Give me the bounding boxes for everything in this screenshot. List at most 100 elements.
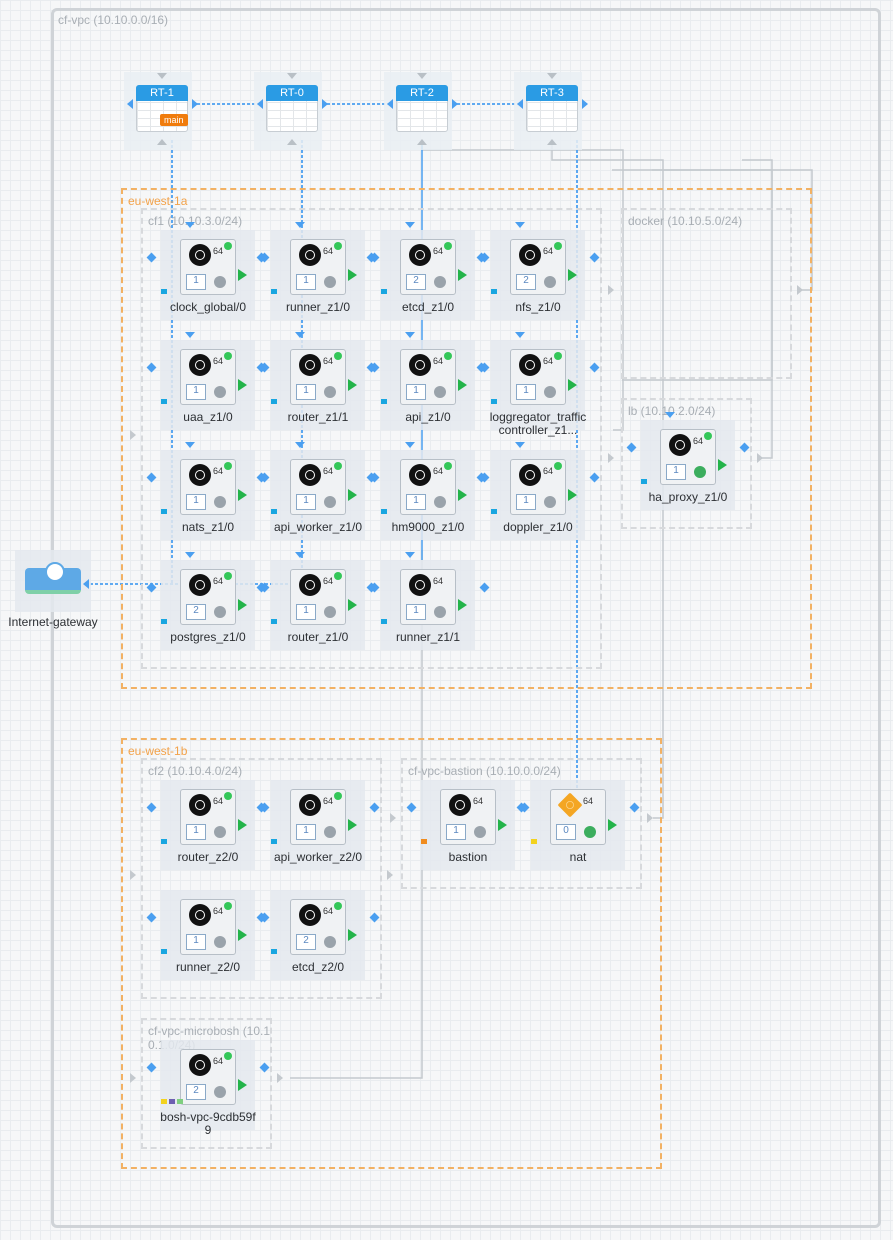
arch-label: 64 — [323, 356, 334, 366]
start-button[interactable] — [568, 269, 577, 281]
ubuntu-icon — [189, 244, 211, 266]
instance-tags — [271, 839, 279, 844]
arch-label: 64 — [323, 246, 334, 256]
zone-eu-west-1b: eu-west-1b — [121, 738, 662, 1169]
instance-tags — [641, 479, 649, 484]
user-icon — [324, 386, 336, 398]
arch-label: 64 — [323, 906, 334, 916]
start-button[interactable] — [238, 379, 247, 391]
subnet-lb-port-right[interactable] — [757, 453, 763, 463]
start-button[interactable] — [348, 379, 357, 391]
start-button[interactable] — [348, 599, 357, 611]
rt-in-arrow — [287, 73, 297, 79]
start-button[interactable] — [458, 599, 467, 611]
start-button[interactable] — [608, 819, 617, 831]
start-button[interactable] — [238, 819, 247, 831]
instance-loggregator-trafficcontroller[interactable]: 64 1 loggregator_trafficcontroller_z1... — [476, 332, 600, 437]
rt-left-port[interactable] — [517, 99, 523, 109]
subnet-cf1-port[interactable] — [130, 430, 136, 440]
start-button[interactable] — [458, 489, 467, 501]
start-button[interactable] — [348, 819, 357, 831]
rt-right-port[interactable] — [192, 99, 198, 109]
user-icon — [474, 826, 486, 838]
subnet-cf2-port-left[interactable] — [130, 870, 136, 880]
instance-router-z1-0[interactable]: 64 1 router_z1/0 — [256, 552, 380, 650]
instance-bastion[interactable]: 64 1 bastion — [406, 780, 530, 870]
rt-left-port[interactable] — [257, 99, 263, 109]
instance-postgres-z1-0[interactable]: 64 2 postgres_z1/0 — [146, 552, 270, 650]
start-button[interactable] — [498, 819, 507, 831]
arch-label: 64 — [433, 576, 444, 586]
instance-name: router_z2/0 — [177, 850, 239, 864]
instance-api-worker-z2-0[interactable]: 64 1 api_worker_z2/0 — [256, 780, 380, 870]
instance-ha-proxy-z1-0[interactable]: 64 1 ha_proxy_z1/0 — [626, 412, 750, 510]
instance-card: 64 1 — [290, 349, 357, 405]
start-button[interactable] — [238, 269, 247, 281]
rt-right-port[interactable] — [452, 99, 458, 109]
instance-router-z2-0[interactable]: 64 1 router_z2/0 — [146, 780, 270, 870]
route-table-rt2[interactable]: RT-2 — [384, 72, 458, 150]
instance-runner-z2-0[interactable]: 64 1 runner_z2/0 — [146, 890, 270, 980]
instance-etcd-z1-0[interactable]: 64 2 etcd_z1/0 — [366, 222, 490, 320]
rt-left-port[interactable] — [387, 99, 393, 109]
zone-eu-west-1a: eu-west-1a — [121, 188, 812, 689]
instance-tags — [421, 839, 429, 844]
start-button[interactable] — [238, 489, 247, 501]
start-button[interactable] — [238, 599, 247, 611]
instance-api-z1-0[interactable]: 64 1 api_z1/0 — [366, 332, 490, 430]
start-button[interactable] — [348, 269, 357, 281]
instance-hm9000-z1-0[interactable]: 64 1 hm9000_z1/0 — [366, 442, 490, 540]
start-button[interactable] — [718, 459, 727, 471]
route-table-rt1[interactable]: RT-1 main — [124, 72, 198, 150]
subnet-microbosh-port-right[interactable] — [277, 1073, 283, 1083]
start-button[interactable] — [568, 489, 577, 501]
volume-count: 1 — [186, 494, 206, 510]
subnet-docker-port-left[interactable] — [608, 285, 614, 295]
instance-runner-z1-1[interactable]: 64 1 runner_z1/1 — [366, 552, 490, 650]
start-button[interactable] — [238, 1079, 247, 1091]
subnet-docker-port-right[interactable] — [797, 285, 803, 295]
start-button[interactable] — [348, 489, 357, 501]
internet-gateway[interactable]: Internet-gateway — [8, 550, 98, 629]
instance-bosh-vpc[interactable]: 64 2 bosh-vpc-9cdb59f9 — [146, 1040, 270, 1137]
instance-name: api_worker_z2/0 — [273, 850, 363, 864]
instance-runner-z1-0[interactable]: 64 1 runner_z1/0 — [256, 222, 380, 320]
running-status-icon — [224, 792, 232, 800]
route-table-rt0[interactable]: RT-0 — [254, 72, 328, 150]
start-button[interactable] — [238, 929, 247, 941]
running-status-icon — [554, 462, 562, 470]
running-status-icon — [334, 462, 342, 470]
gateway-port[interactable] — [83, 579, 89, 589]
start-button[interactable] — [458, 379, 467, 391]
start-button[interactable] — [568, 379, 577, 391]
public-ip-icon — [584, 826, 596, 838]
start-button[interactable] — [458, 269, 467, 281]
arch-label: 64 — [433, 356, 444, 366]
instance-uaa-z1-0[interactable]: 64 1 uaa_z1/0 — [146, 332, 270, 430]
instance-api-worker-z1-0[interactable]: 64 1 api_worker_z1/0 — [256, 442, 380, 540]
instance-in-arrow — [185, 332, 195, 338]
instance-tags — [271, 509, 279, 514]
instance-doppler-z1-0[interactable]: 64 1 doppler_z1/0 — [476, 442, 600, 540]
user-icon — [324, 496, 336, 508]
instance-nfs-z1-0[interactable]: 64 2 nfs_z1/0 — [476, 222, 600, 320]
instance-card: 64 1 — [290, 569, 357, 625]
rt-right-port[interactable] — [582, 99, 588, 109]
instance-card: 64 2 — [400, 239, 467, 295]
instance-nat[interactable]: 64 0 nat — [516, 780, 640, 870]
instance-clock-global[interactable]: 64 1 clock_global/0 — [146, 222, 270, 320]
rt-left-port[interactable] — [127, 99, 133, 109]
route-table-rt3[interactable]: RT-3 — [514, 72, 588, 150]
rt-right-port[interactable] — [322, 99, 328, 109]
running-status-icon — [334, 352, 342, 360]
start-button[interactable] — [348, 929, 357, 941]
instance-router-z1-1[interactable]: 64 1 router_z1/1 — [256, 332, 380, 430]
subnet-cf2-port-right[interactable] — [387, 870, 393, 880]
instance-etcd-z2-0[interactable]: 64 2 etcd_z2/0 — [256, 890, 380, 980]
subnet-lb-port-left[interactable] — [608, 453, 614, 463]
subnet-bastion-port-left[interactable] — [390, 813, 396, 823]
instance-nats-z1-0[interactable]: 64 1 nats_z1/0 — [146, 442, 270, 540]
subnet-bastion-port-right[interactable] — [647, 813, 653, 823]
instance-name: ha_proxy_z1/0 — [648, 490, 728, 504]
subnet-microbosh-port-left[interactable] — [130, 1073, 136, 1083]
